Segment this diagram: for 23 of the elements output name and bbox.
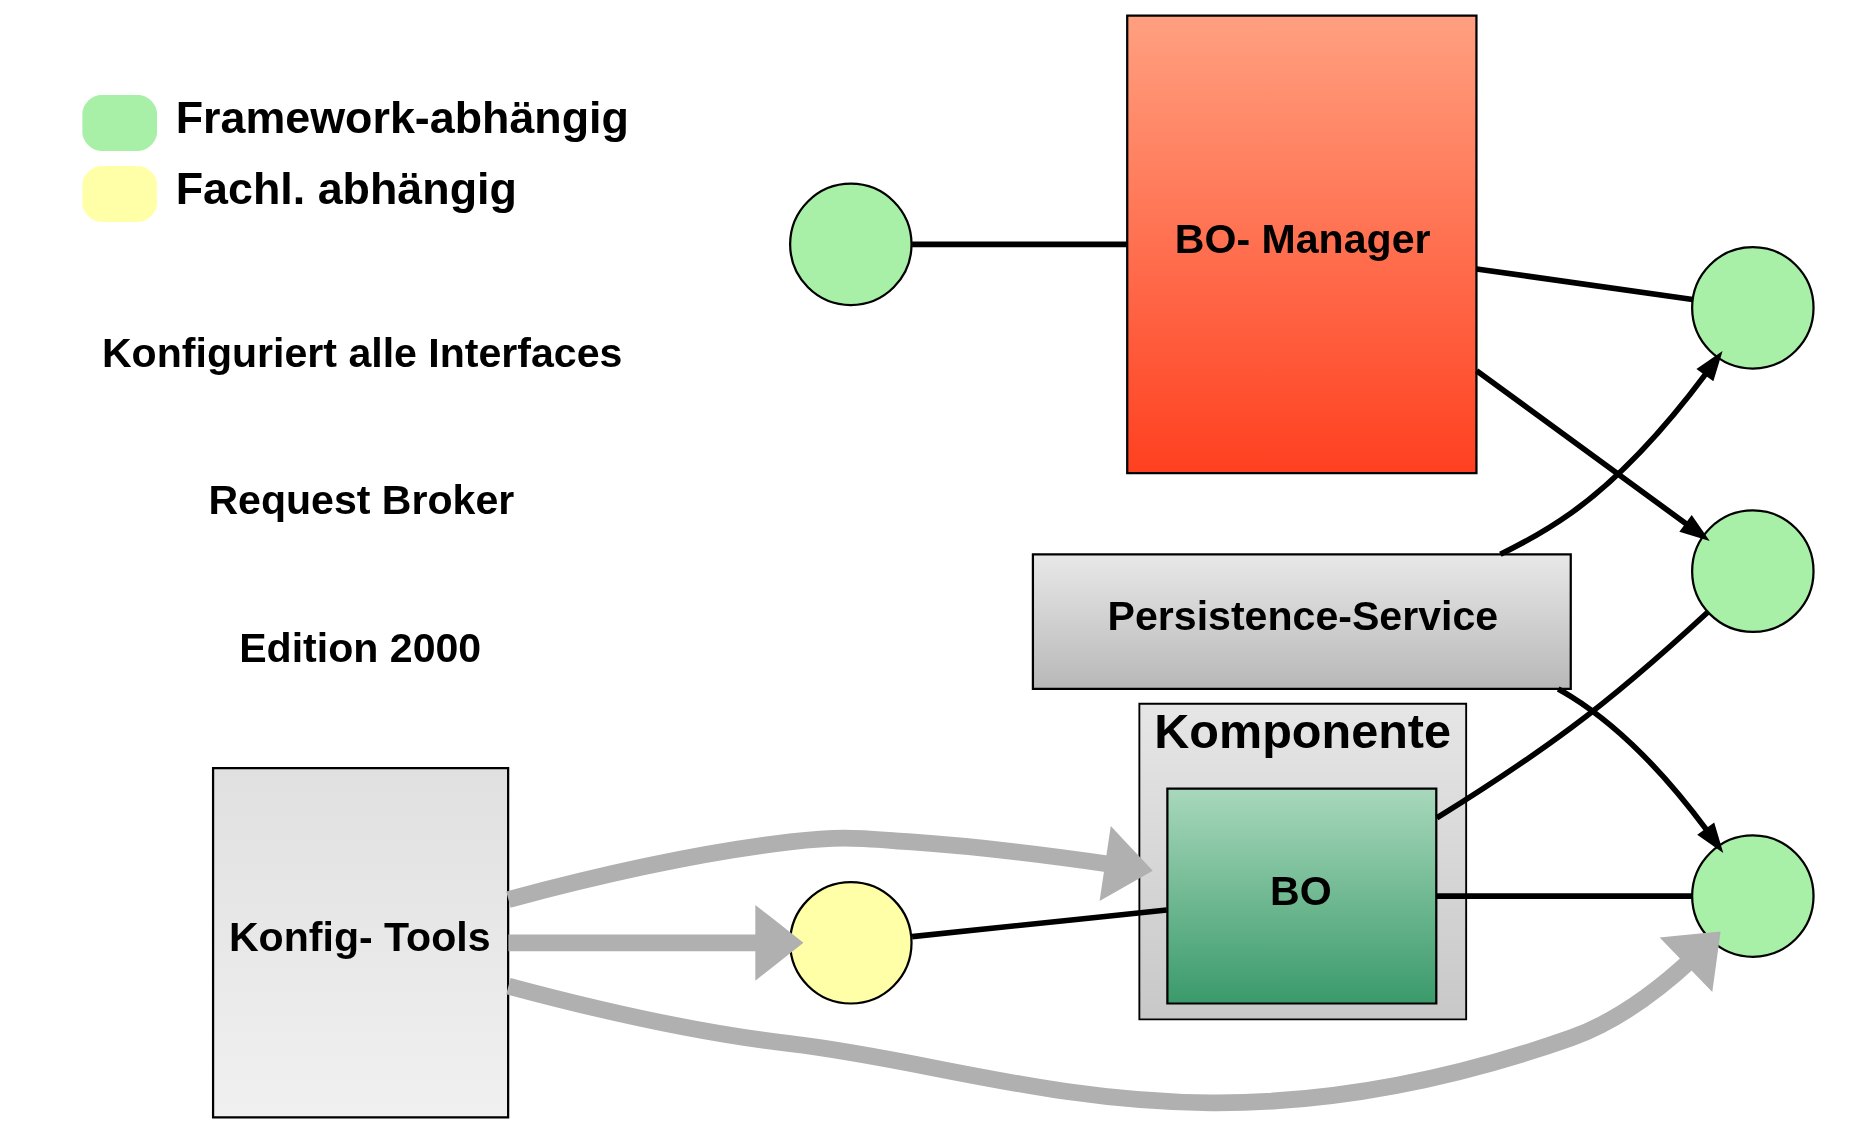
node-circle xyxy=(1690,509,1815,633)
connector xyxy=(911,907,1167,940)
connector xyxy=(1475,266,1693,303)
label: Request Broker xyxy=(207,477,514,524)
node-circle xyxy=(1690,246,1815,370)
node-circle xyxy=(1690,834,1815,958)
arrow xyxy=(1474,368,1710,542)
node-circle xyxy=(788,881,913,1005)
node-box: BO xyxy=(1165,787,1437,1005)
label: Edition 2000 xyxy=(238,624,481,671)
arrow xyxy=(1556,686,1723,853)
legend-label: Framework-abhängig xyxy=(175,91,629,142)
connector xyxy=(1436,893,1692,899)
arrow xyxy=(507,904,803,981)
connector xyxy=(1434,610,1709,821)
arrow xyxy=(1498,350,1723,557)
node-box: Persistence-Service xyxy=(1031,553,1572,690)
label: Konfiguriert alle Interfaces xyxy=(101,329,622,376)
connector xyxy=(911,241,1127,248)
node-box: BO- Manager xyxy=(1125,14,1478,475)
node-circle xyxy=(788,182,913,307)
node-box: Konfig- Tools xyxy=(211,767,509,1119)
legend-label: Fachl. abhängig xyxy=(175,162,517,213)
